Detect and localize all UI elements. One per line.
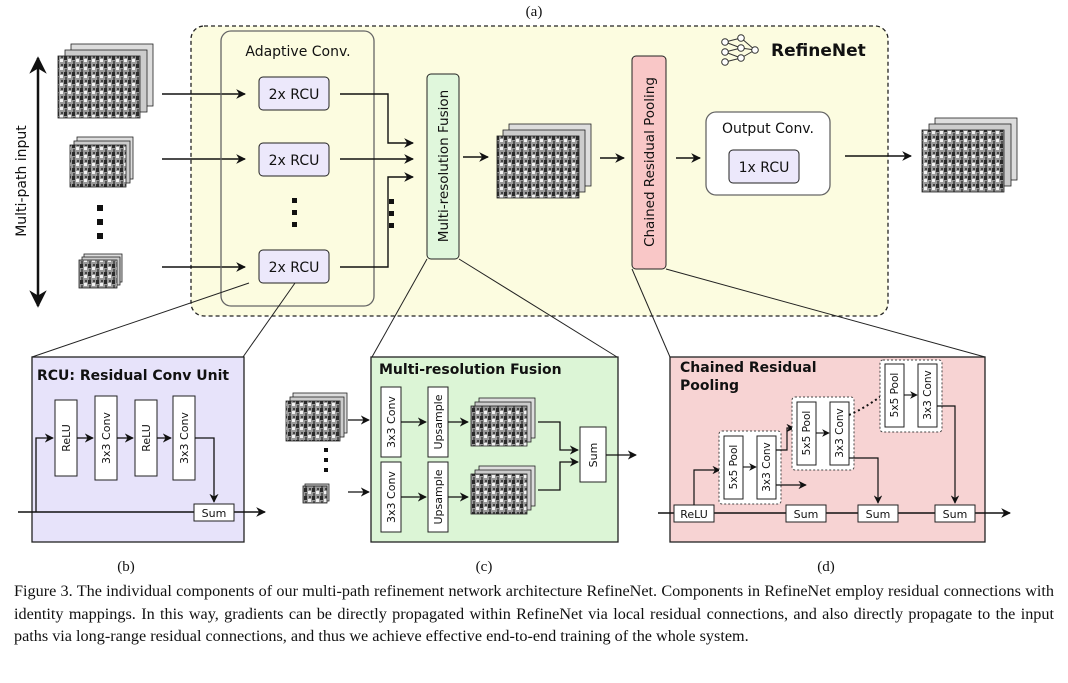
crp-sum-2: [857, 504, 899, 523]
output-rcu-label: 1x RCU: [739, 160, 790, 176]
mrf-upsample-2-label: Upsample: [432, 469, 445, 524]
refinenet-title: RefineNet: [771, 41, 866, 61]
mrf-block: [426, 73, 460, 260]
rcu-box-1-label: 2x RCU: [269, 87, 320, 103]
mrf-sum-label: Sum: [587, 443, 600, 468]
crp-sum-2-label: Sum: [866, 508, 891, 521]
crp-to-group-2: [776, 423, 795, 451]
refinenet-architecture-diagram: (a) RefineNet Multi-path input Adaptive: [14, 4, 1018, 575]
mrf-input-image-small: [302, 483, 330, 504]
crp-sum-3: [934, 504, 976, 523]
multipath-label: Multi-path input: [14, 125, 30, 237]
crp-pool-3-label: 5x5 Pool: [889, 373, 901, 418]
mrf-feature-image-1: [470, 397, 536, 447]
crp-to-sum-3: [937, 405, 960, 504]
rcu-box-2: [258, 142, 330, 177]
panel-d-label: (d): [817, 559, 835, 575]
rcu-arrow-d: [195, 437, 219, 503]
crp-branch-1: [693, 465, 721, 505]
figure-caption: Figure 3. The individual components of o…: [14, 582, 1054, 645]
output-conv-label: Output Conv.: [722, 121, 814, 137]
mrf-input-image-large: [285, 392, 348, 442]
rcu-relu-1-label: ReLU: [60, 424, 73, 452]
crp-conv-3-label: 3x3 Conv: [922, 370, 934, 420]
rcu-sum: [193, 503, 235, 522]
rcu-sum-label: Sum: [202, 507, 227, 520]
rcu-box-1: [258, 76, 330, 111]
neural-network-icon: [721, 34, 759, 66]
mrf-panel-title: Multi-resolution Fusion: [379, 362, 562, 378]
crp-pool-1-label: 5x5 Pool: [728, 445, 740, 490]
panel-b-label: (b): [117, 559, 135, 575]
crp-block-label: Chained Residual Pooling: [642, 77, 658, 247]
rcu-ellipsis: [292, 198, 297, 227]
rcu-panel-title: RCU: Residual Conv Unit: [37, 368, 229, 384]
adaptive-conv-label: Adaptive Conv.: [245, 44, 350, 60]
mrf-feature-image-2: [470, 465, 536, 515]
output-rcu-box: [728, 149, 800, 184]
input-image-large: [57, 43, 154, 119]
crp-sum-1: [785, 504, 827, 523]
rcu-box-3-label: 2x RCU: [269, 260, 320, 276]
adaptive-conv-block: [220, 30, 375, 307]
rcu-to-mrf-arrow-1: [340, 93, 414, 148]
input-image-small: [78, 253, 123, 289]
crp-conv-2-label: 3x3 Conv: [834, 408, 846, 458]
zoom-connectors: [31, 258, 986, 358]
rcu-relu-2-label: ReLU: [140, 424, 153, 452]
crp-panel-title-line1: Chained Residual: [680, 360, 817, 376]
panel-a-label: (a): [526, 4, 543, 20]
mrf-input-ellipsis: [389, 199, 394, 228]
crp-conv-3: [917, 363, 938, 428]
crp-sum-1-label: Sum: [794, 508, 819, 521]
input-ellipsis: [97, 205, 103, 239]
crp-pool-2-label: 5x5 Pool: [801, 411, 813, 456]
crp-conv-2: [829, 401, 850, 466]
crp-block: [631, 55, 667, 270]
crp-to-sum-2: [849, 457, 883, 504]
rcu-box-2-label: 2x RCU: [269, 153, 320, 169]
fused-feature-map-image: [496, 123, 592, 199]
rcu-conv-1-label: 3x3 Conv: [100, 412, 113, 464]
mrf-conv-2-label: 3x3 Conv: [385, 471, 398, 523]
crp-sum-3-label: Sum: [943, 508, 968, 521]
mrf-to-sum-2: [538, 457, 579, 491]
mrf-upsample-1-label: Upsample: [432, 394, 445, 449]
crp-conv-1: [756, 435, 777, 500]
output-image: [921, 117, 1018, 193]
mrf-conv-1-label: 3x3 Conv: [385, 396, 398, 448]
mrf-block-label: Multi-resolution Fusion: [436, 90, 452, 242]
mrf-input-ellipsis: [324, 448, 328, 472]
mrf-to-sum-1: [538, 421, 579, 455]
rcu-branch: [35, 433, 54, 512]
rcu-to-mrf-arrow-3: [340, 172, 414, 268]
input-image-medium: [69, 136, 134, 188]
rcu-box-3: [258, 249, 330, 284]
rcu-conv-2-label: 3x3 Conv: [178, 412, 191, 464]
panel-c-label: (c): [476, 559, 493, 575]
crp-panel-title-line2: Pooling: [680, 378, 739, 394]
crp-relu-label: ReLU: [680, 508, 708, 521]
crp-conv-1-label: 3x3 Conv: [761, 442, 773, 492]
